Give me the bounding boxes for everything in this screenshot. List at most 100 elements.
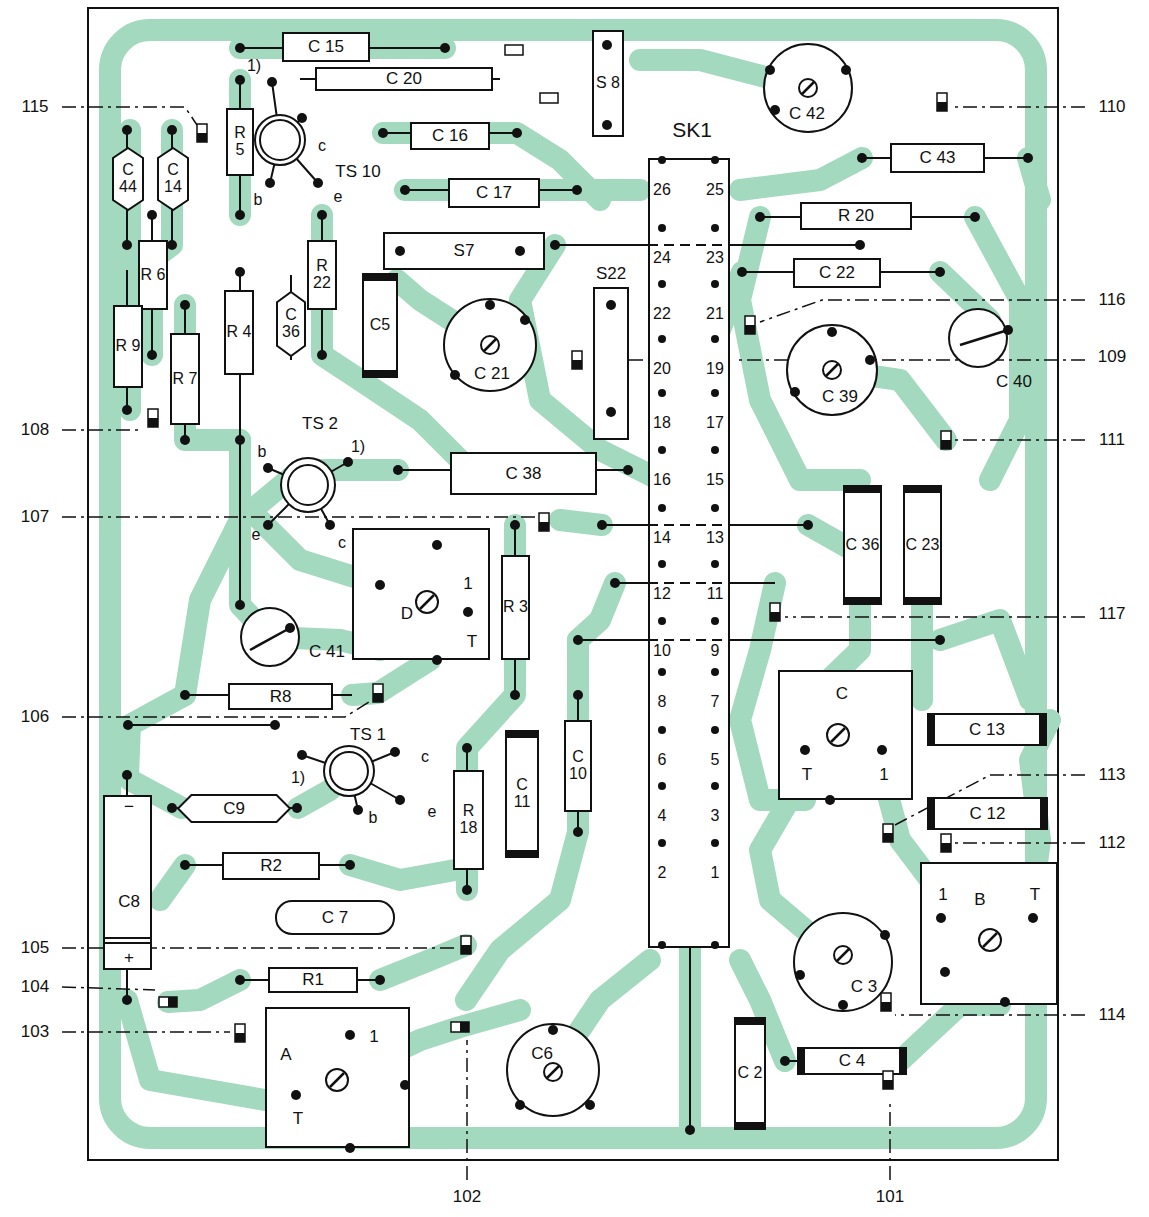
solder-pad	[936, 913, 946, 923]
test-point	[235, 1024, 245, 1042]
trimmer-screw	[330, 752, 368, 790]
solder-pad	[313, 178, 323, 188]
solder-pad	[147, 350, 157, 360]
component-label: C 40	[996, 373, 1032, 391]
solder-pad	[838, 1000, 848, 1010]
solder-pad	[325, 520, 335, 530]
solder-pad	[610, 578, 620, 588]
callout-number: 111	[1099, 431, 1125, 449]
callout-number: 117	[1098, 605, 1125, 623]
component-label: C8	[118, 893, 140, 911]
solder-pad	[235, 43, 245, 53]
solder-pad	[658, 941, 666, 949]
connector-socket: SK1	[648, 158, 730, 948]
pin-number: 13	[706, 530, 724, 547]
screw-slot	[250, 82, 1008, 1087]
solder-pad	[180, 435, 190, 445]
component-label: C9	[223, 800, 245, 818]
solder-pad	[857, 153, 867, 163]
component-label: C 21	[474, 365, 510, 383]
solder-pad	[658, 335, 666, 343]
test-point	[197, 124, 207, 142]
component-label: C 22	[819, 264, 855, 282]
copper-trace	[322, 133, 640, 470]
pin-number: 9	[711, 643, 720, 660]
solder-pad	[462, 885, 472, 895]
pin-letter: b	[369, 810, 378, 827]
pin-number: 10	[653, 643, 671, 660]
component-label: C 2	[738, 1065, 763, 1082]
solder-pad	[167, 125, 177, 135]
solder-pad	[877, 745, 887, 755]
solder-pad	[510, 520, 520, 530]
capacitor-body: C 36	[843, 485, 882, 605]
solder-pad	[658, 280, 666, 288]
component-label: R 4	[227, 324, 252, 341]
solder-pad	[515, 246, 525, 256]
solder-pad	[510, 690, 520, 700]
capacitor-outline	[113, 148, 143, 210]
solder-pad	[711, 224, 719, 232]
component-label: C 4	[839, 1052, 865, 1070]
capacitor-outline	[277, 292, 305, 356]
solder-pad	[147, 210, 157, 220]
capacitor-body: C 14	[158, 148, 188, 210]
solder-pad	[180, 300, 190, 310]
solder-pad	[463, 607, 473, 617]
capacitor-body: C9	[178, 795, 290, 822]
resistor-body: R 7	[170, 333, 200, 425]
callout-number: 116	[1098, 291, 1125, 309]
capacitor-outline	[158, 148, 188, 210]
solder-pad	[711, 726, 719, 734]
solder-pad	[297, 750, 307, 760]
link-wire	[648, 245, 730, 640]
test-point-mark	[883, 1080, 893, 1089]
test-point-mark	[937, 102, 947, 111]
solder-pad	[122, 405, 132, 415]
test-point	[148, 409, 158, 427]
solder-pad	[395, 795, 405, 805]
solder-pad	[685, 1125, 695, 1135]
solder-pad	[393, 465, 403, 475]
test-point	[745, 316, 755, 334]
component-label: C 39	[822, 388, 858, 406]
test-point	[159, 997, 177, 1007]
pin-letter: 1)	[247, 58, 261, 75]
solder-pad	[658, 156, 666, 164]
solder-pad	[573, 827, 583, 837]
solder-pad	[711, 156, 719, 164]
callout-number: 105	[21, 939, 49, 957]
pin-number: 22	[653, 306, 671, 323]
component-label: C 14	[158, 162, 188, 196]
solder-pad	[122, 240, 132, 250]
test-point-mark	[941, 440, 951, 449]
solder-pad	[235, 210, 245, 220]
component-label: R 18	[455, 803, 482, 837]
component-label: C 38	[506, 465, 542, 483]
pin-letter: c	[421, 749, 429, 766]
pin-number: 3	[711, 808, 720, 825]
solder-pad	[880, 930, 890, 940]
solder-pad	[658, 782, 666, 790]
solder-pad	[263, 520, 273, 530]
solder-pad	[390, 747, 400, 757]
solder-pad	[265, 178, 275, 188]
callout-number: 102	[453, 1188, 481, 1206]
callout-number: 103	[21, 1023, 49, 1041]
pin-letter: b	[254, 192, 263, 209]
solder-pad	[512, 128, 522, 138]
component-label: R 22	[309, 258, 335, 292]
component-label: B	[974, 891, 985, 909]
test-point-mark	[235, 1033, 245, 1042]
capacitor-body: C 16	[410, 122, 490, 150]
solder-pad	[180, 690, 190, 700]
pin-number: 25	[706, 182, 724, 199]
solder-pad	[606, 407, 616, 417]
component-lead	[127, 48, 1028, 1130]
test-point	[572, 351, 582, 369]
component-label: C 16	[432, 127, 468, 145]
solder-pad	[711, 617, 719, 625]
pin-number: 12	[653, 586, 671, 603]
solder-pad	[597, 520, 607, 530]
capacitor-outline	[178, 795, 290, 822]
